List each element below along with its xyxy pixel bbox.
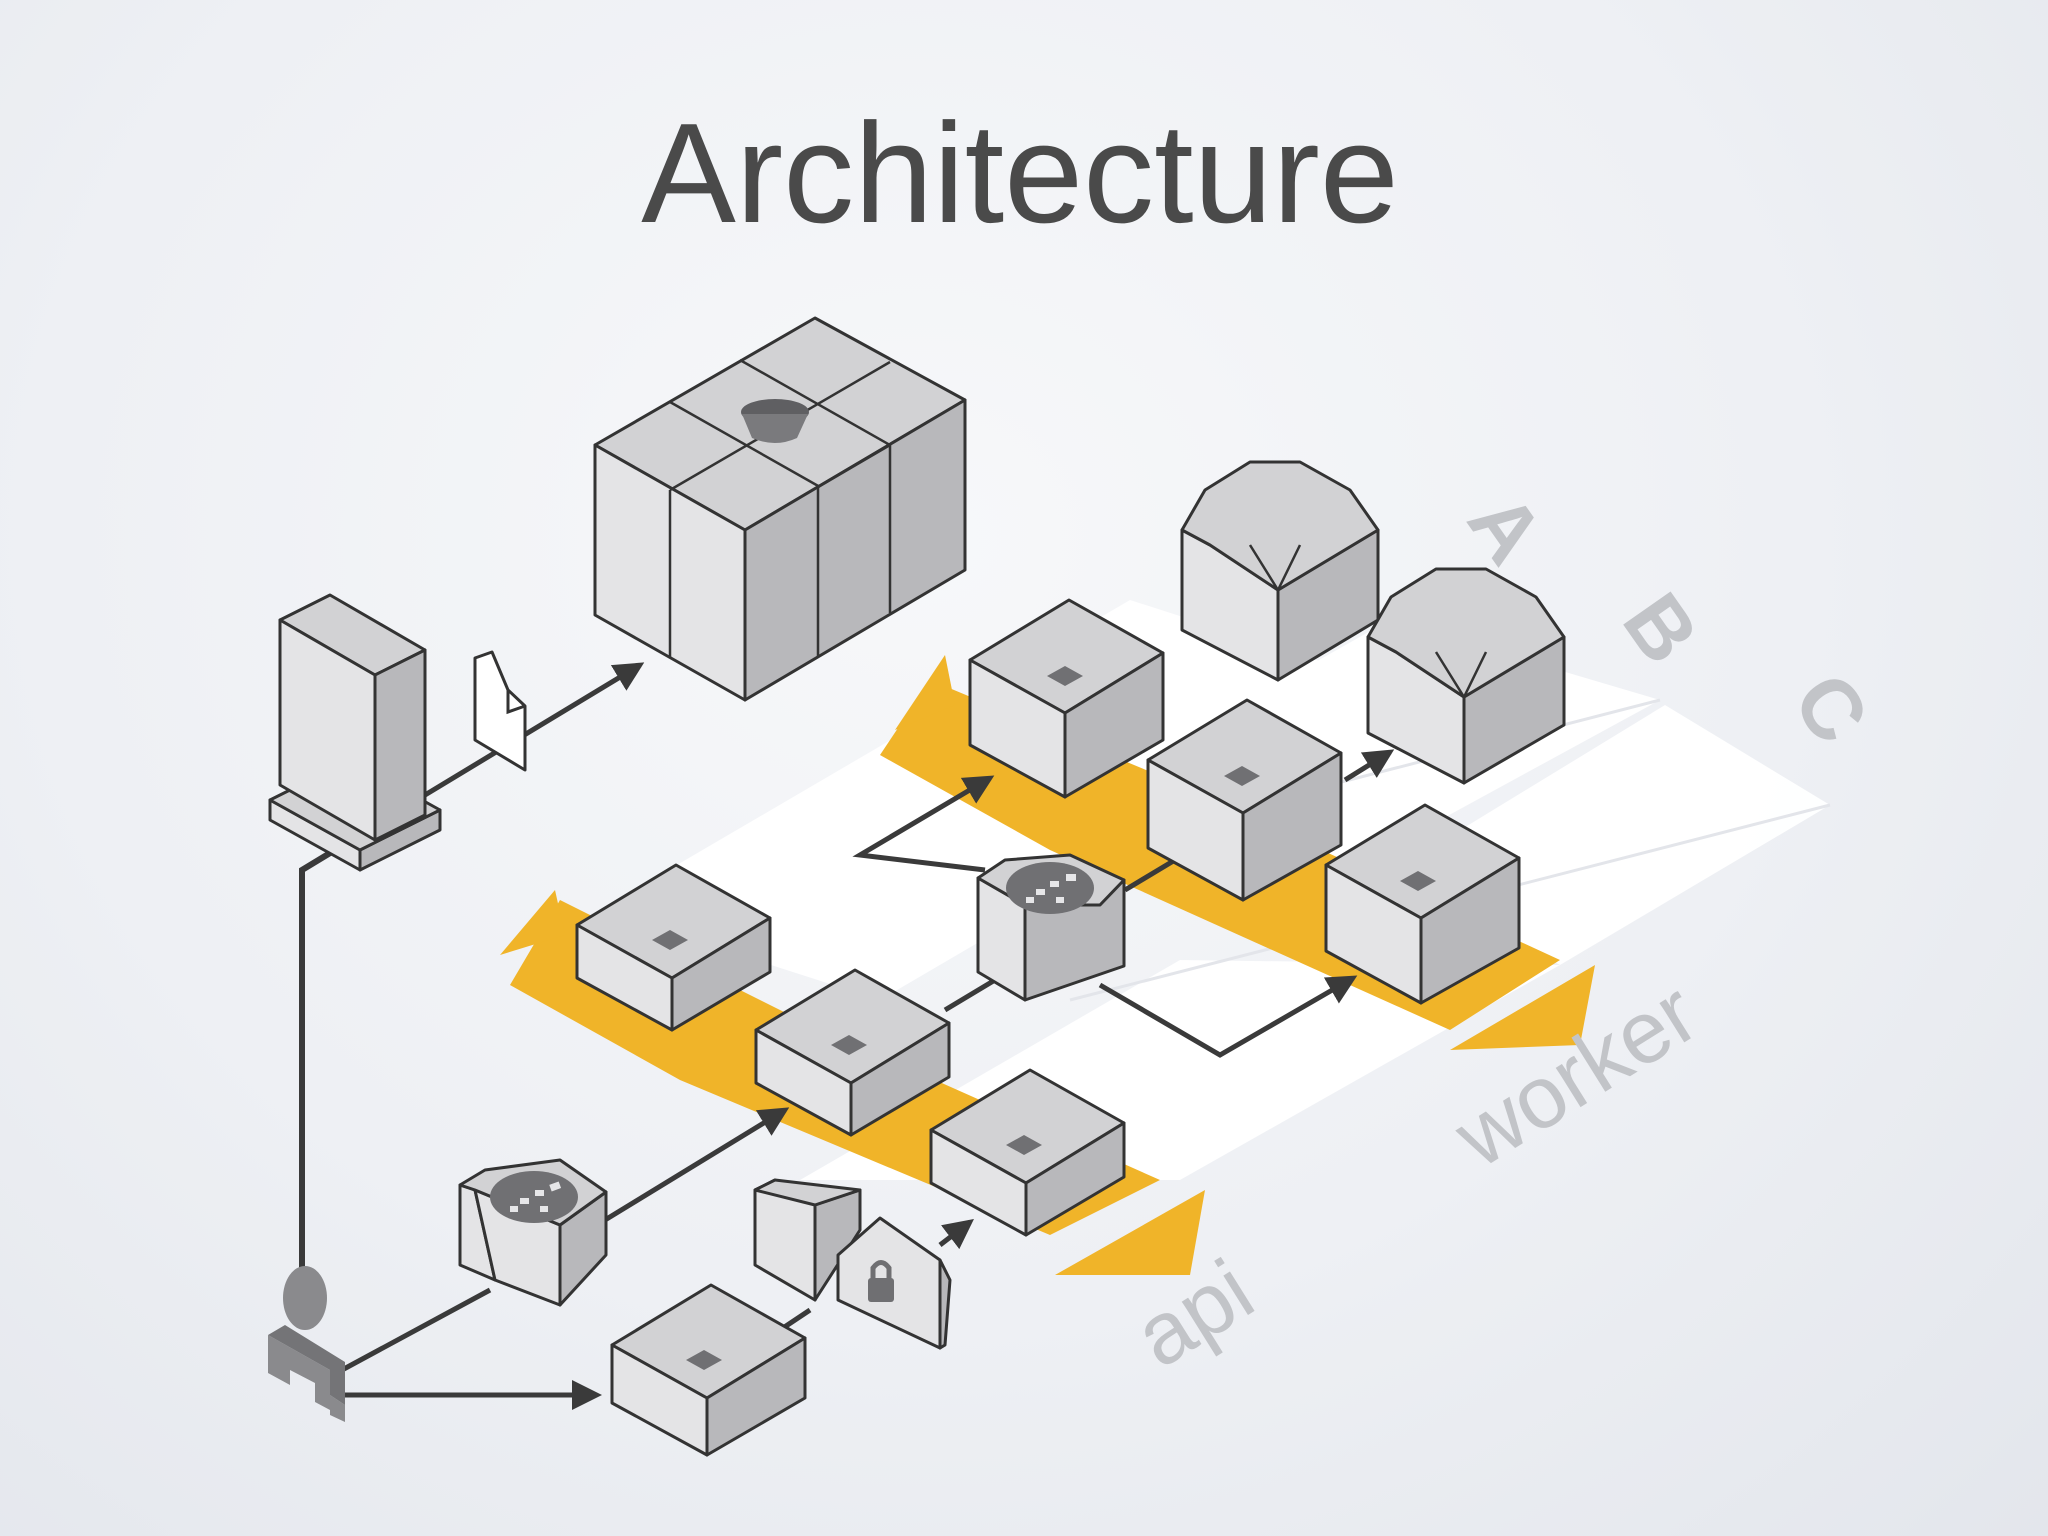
worker-lane-arrow-right <box>1450 965 1595 1050</box>
connector-worker-to-db <box>1343 749 1395 783</box>
internal-load-balancer <box>976 853 1126 1002</box>
connector-internal-lb-to-worker-a <box>852 775 995 873</box>
connector-api-to-internal-lb <box>943 977 997 1013</box>
instance-chip-icon <box>686 1350 722 1370</box>
row-label-a: A <box>1450 476 1562 580</box>
page-title: Architecture <box>641 94 1399 253</box>
api-instance-1 <box>575 863 772 1032</box>
api-instance-2 <box>754 968 951 1137</box>
instance-chip-icon <box>831 1035 867 1055</box>
worker-instance-2 <box>1146 698 1343 902</box>
api-lane-arrow-left <box>500 890 565 955</box>
storage-bucket <box>593 316 967 702</box>
external-load-balancer <box>458 1158 608 1307</box>
connector-server-to-storage <box>423 662 645 798</box>
connector-user-to-lb <box>340 1287 492 1373</box>
instance-chip-icon <box>1224 766 1260 786</box>
connector-lb-to-api <box>603 1107 790 1223</box>
row-label-c: C <box>1775 656 1887 760</box>
lock-icon <box>868 1260 894 1302</box>
worker-instance-1 <box>968 598 1165 799</box>
instance-chip-icon <box>1047 666 1083 686</box>
instance-chip-icon <box>1006 1135 1042 1155</box>
standalone-instance <box>610 1283 807 1457</box>
connector-server-to-user <box>299 847 337 1270</box>
server-tower <box>268 593 442 872</box>
worker-lane-arrow-left <box>895 655 955 730</box>
user-icon <box>268 1266 345 1422</box>
instance-chip-icon <box>652 930 688 950</box>
load-balancer-icon <box>490 1171 578 1223</box>
row-label-b: B <box>1605 576 1717 680</box>
worker-instance-3 <box>1324 803 1521 1005</box>
bucket-icon <box>741 399 809 443</box>
api-lane-arrow-right <box>1055 1190 1205 1275</box>
connector-internal-lb-to-worker-b <box>1123 857 1177 893</box>
database-b <box>1366 567 1566 785</box>
load-balancer-icon <box>1006 862 1094 914</box>
connector-internal-lb-to-worker-c <box>1098 975 1358 1058</box>
connector-firewall-to-api <box>938 1218 974 1250</box>
api-instance-3 <box>929 1068 1126 1237</box>
document-icon <box>473 650 527 772</box>
instance-chip-icon <box>1400 871 1436 891</box>
firewall <box>753 1178 952 1350</box>
